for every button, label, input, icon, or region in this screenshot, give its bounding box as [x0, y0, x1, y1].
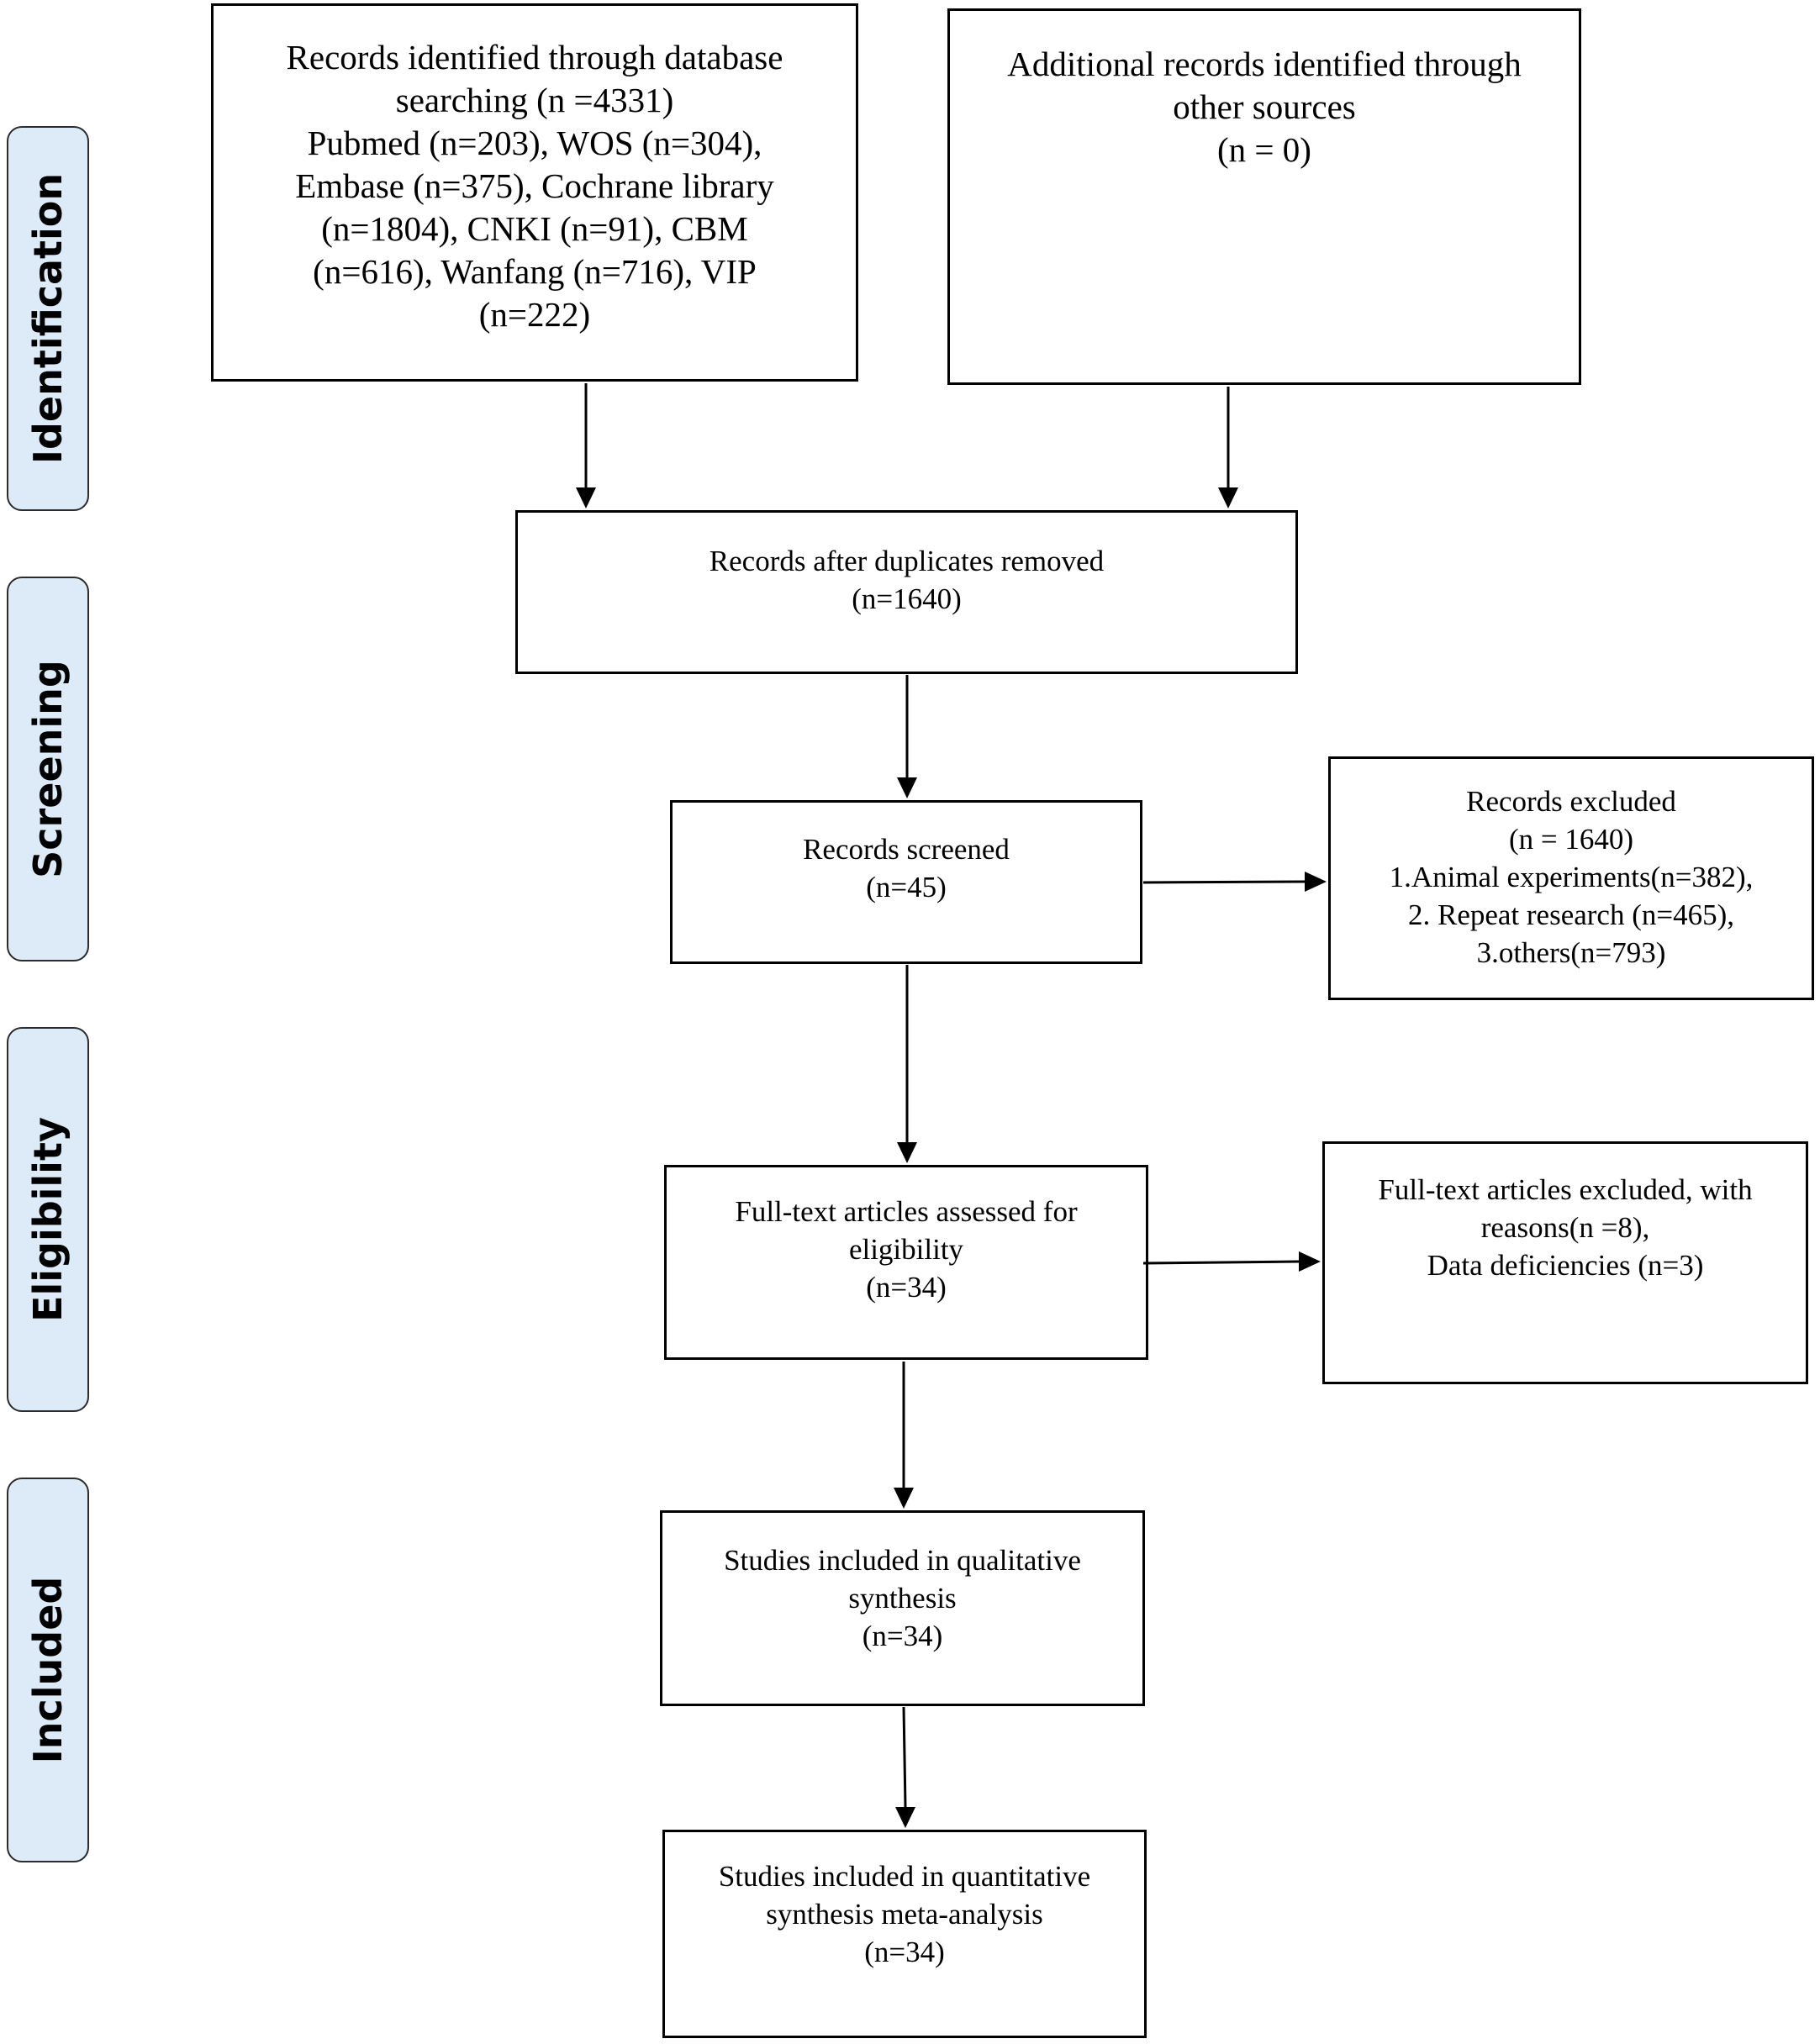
phase-eligibility: Eligibility: [7, 1027, 89, 1412]
box-text-line: (n=34): [862, 1620, 943, 1652]
box-database-records: Records identified through database sear…: [211, 3, 858, 382]
box-text-line: Studies included in qualitative: [724, 1544, 1081, 1577]
box-text-line: Full-text articles excluded, with: [1378, 1173, 1753, 1206]
box-text-line: (n=45): [866, 871, 947, 903]
box-text-line: (n = 0): [1217, 130, 1311, 169]
box-text-line: synthesis meta-analysis: [766, 1898, 1043, 1931]
box-text-line: (n=34): [866, 1271, 947, 1304]
arrowhead: [894, 1488, 914, 1509]
box-quantitative-synthesis: Studies included in quantitative synthes…: [662, 1830, 1147, 2038]
box-fulltext-excluded: Full-text articles excluded, with reason…: [1322, 1141, 1808, 1384]
box-text-line: (n=1640): [852, 582, 962, 615]
box-text-line: eligibility: [848, 1233, 964, 1266]
arrowhead: [1305, 872, 1327, 892]
box-records-screened: Records screened (n=45): [670, 800, 1142, 964]
box-text-line: Records excluded: [1466, 785, 1676, 818]
box-text-line: Pubmed (n=203), WOS (n=304),: [307, 124, 762, 162]
box-text-line: Records screened: [803, 833, 1010, 866]
box-text-line: searching (n =4331): [395, 81, 674, 119]
box-text-line: (n=222): [478, 295, 591, 334]
arrowhead: [895, 1807, 915, 1828]
arrowhead: [1299, 1251, 1321, 1272]
box-text-line: other sources: [1173, 87, 1356, 126]
box-text-line: (n=1804), CNKI (n=91), CBM: [321, 209, 748, 248]
phase-screening: Screening: [7, 577, 89, 961]
arrowhead: [576, 487, 596, 508]
box-text-line: synthesis: [848, 1582, 957, 1615]
phase-included: Included: [7, 1478, 89, 1862]
box-fulltext-assessed: Full-text articles assessed for eligibil…: [664, 1165, 1148, 1360]
box-text-line: Data deficiencies (n=3): [1427, 1249, 1704, 1282]
arrowhead: [897, 777, 917, 798]
box-other-sources: Additional records identified through ot…: [947, 8, 1581, 385]
arrowhead: [897, 1142, 917, 1163]
box-records-excluded: Records excluded (n = 1640) 1.Animal exp…: [1328, 756, 1814, 1000]
box-text-line: Full-text articles assessed for: [735, 1195, 1078, 1228]
box-qualitative-synthesis: Studies included in qualitative synthesi…: [660, 1510, 1145, 1706]
arrow-fulltext-to-fulltext-excluded: [1142, 1260, 1300, 1265]
box-text-line: Records after duplicates removed: [709, 545, 1105, 577]
phase-identification: Identification: [7, 126, 89, 511]
arrowhead: [1218, 487, 1238, 508]
box-duplicates-removed: Records after duplicates removed (n=1640…: [515, 510, 1298, 674]
box-text-line: (n=34): [864, 1936, 945, 1968]
box-text-line: 3.others(n=793): [1476, 936, 1666, 969]
box-text-line: Studies included in quantitative: [718, 1860, 1091, 1893]
box-text-line: 2. Repeat research (n=465),: [1407, 898, 1735, 931]
box-text-line: reasons(n =8),: [1480, 1211, 1650, 1244]
box-text-line: (n=616), Wanfang (n=716), VIP: [313, 252, 757, 291]
box-text-line: Embase (n=375), Cochrane library: [295, 166, 774, 205]
box-text-line: Records identified through database: [286, 38, 783, 76]
box-text-line: 1.Animal experiments(n=382),: [1389, 861, 1754, 893]
box-text-line: (n = 1640): [1508, 823, 1634, 856]
arrow-qualitative-to-quantitative: [902, 1706, 907, 1808]
box-text-line: Additional records identified through: [1007, 45, 1522, 83]
